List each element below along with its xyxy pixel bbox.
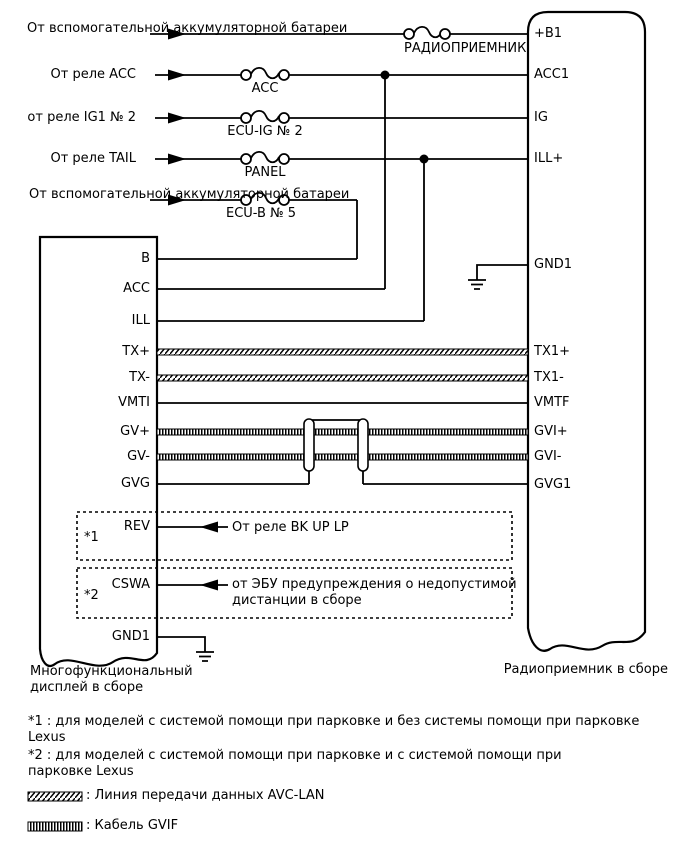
option-box-2 (76, 567, 513, 619)
pin-label-tx-minus: TX- (129, 370, 150, 385)
source-label-ig1-relay: от реле IG1 № 2 (27, 110, 136, 125)
wire-rev (157, 521, 228, 533)
radio-name: Радиоприемник в сборе (503, 662, 668, 677)
pin-label-ill: ILL (131, 313, 150, 328)
wire-gv-minus-gvif (156, 453, 529, 461)
arrow-right-icon (168, 69, 186, 81)
junction-dot (419, 154, 429, 164)
wire-ig (155, 109, 528, 124)
pin-label-ill-plus: ILL+ (534, 151, 564, 166)
fuse-label-radiopriemnik: РАДИОПРИЕМНИК (404, 41, 527, 56)
pin-label-gv-plus: GV+ (120, 424, 150, 439)
fuse-panel-icon (240, 150, 290, 165)
fuse-radiopriemnik-icon (403, 25, 451, 40)
fuse-acc-icon (240, 66, 290, 81)
footnote-1-line1: *1 : для моделей с системой помощи при п… (28, 714, 640, 729)
cswa-source-label-line1: от ЭБУ предупреждения о недопустимой (232, 577, 517, 592)
option-box-1 (76, 511, 513, 561)
source-label-battery-1: От вспомогательной аккумуляторной батаре… (27, 21, 348, 36)
pin-label-gvg: GVG (120, 476, 150, 491)
avc-lan-swatch (27, 791, 83, 802)
footnote-1-line2: Lexus (28, 730, 66, 745)
pin-label-rev: REV (123, 519, 150, 534)
ground-icon (196, 651, 214, 662)
pin-label-cswa: CSWA (111, 577, 150, 592)
junction-dot (380, 70, 390, 80)
fuse-ecu-ig-icon (240, 109, 290, 124)
pin-label-tx-plus: TX+ (122, 344, 150, 359)
pin-label-acc: ACC (123, 281, 150, 296)
rev-source-label: От реле BK UP LP (232, 520, 349, 535)
arrow-left-icon (200, 579, 218, 591)
source-label-battery-2: От вспомогательной аккумуляторной батаре… (29, 187, 350, 202)
ground-icon (468, 279, 486, 290)
pin-label-vmtf: VMTF (534, 395, 570, 410)
legend-gvif-label: : Кабель GVIF (86, 818, 179, 833)
pin-label-ig: IG (534, 110, 548, 125)
arrow-right-icon (168, 194, 186, 206)
pin-label-gvg1: GVG1 (534, 477, 572, 492)
shield-clamp-left (303, 418, 315, 472)
fuse-label-panel: PANEL (244, 165, 286, 180)
fuse-label-ecu-b: ECU-B № 5 (225, 206, 296, 221)
wire-tx-plus-avclan (156, 348, 529, 356)
pin-label-plus-b1: +B1 (534, 26, 563, 41)
arrow-right-icon (168, 28, 186, 40)
gvif-swatch (27, 821, 83, 832)
pin-label-gnd1-radio: GND1 (534, 257, 573, 272)
pin-label-tx1-plus: TX1+ (534, 344, 571, 359)
wire-tx-minus-avclan (156, 374, 529, 382)
arrow-right-icon (168, 153, 186, 165)
footnote-2-line1: *2 : для моделей с системой помощи при п… (28, 748, 562, 763)
multifunction-display-box (38, 235, 159, 667)
legend-avc-lan-label: : Линия передачи данных AVC-LAN (86, 788, 325, 803)
shield-clamp-right (357, 418, 369, 472)
wire-plus-b1 (150, 25, 528, 40)
pin-label-vmti: VMTI (118, 395, 150, 410)
footnote-2-line2: парковке Lexus (28, 764, 134, 779)
option-marker-1: *1 (84, 530, 99, 545)
gvif-shield (157, 418, 528, 485)
wire-gnd1-display (157, 636, 214, 662)
display-name-line1: Многофункциональный (30, 664, 193, 679)
fuse-label-acc: ACC (251, 81, 279, 96)
source-label-tail-relay: От реле TAIL (50, 151, 136, 166)
wire-gv-plus-gvif (156, 428, 529, 436)
wire-acc1 (155, 66, 528, 290)
fuse-ecu-b-icon (240, 191, 290, 206)
pin-label-gvi-plus: GVI+ (534, 424, 568, 439)
pin-label-gv-minus: GV- (127, 449, 150, 464)
wire-ill (155, 150, 528, 322)
wire-cswa (157, 579, 228, 591)
display-name-line2: дисплей в сборе (30, 680, 144, 695)
option-marker-2: *2 (84, 588, 99, 603)
fuse-label-ecu-ig: ECU-IG № 2 (227, 124, 303, 139)
wire-b (150, 191, 358, 260)
arrow-left-icon (200, 521, 218, 533)
cswa-source-label-line2: дистанции в сборе (232, 593, 362, 608)
pin-label-gvi-minus: GVI- (534, 449, 562, 464)
pin-label-gnd1-display: GND1 (111, 629, 150, 644)
arrow-right-icon (168, 112, 186, 124)
pin-label-acc1: ACC1 (534, 67, 570, 82)
pin-label-b: B (141, 251, 150, 266)
pin-label-tx1-minus: TX1- (534, 370, 564, 385)
source-label-acc-relay: От реле ACC (50, 67, 136, 82)
wire-gnd1-radio (468, 264, 528, 290)
radio-receiver-box (526, 10, 647, 652)
